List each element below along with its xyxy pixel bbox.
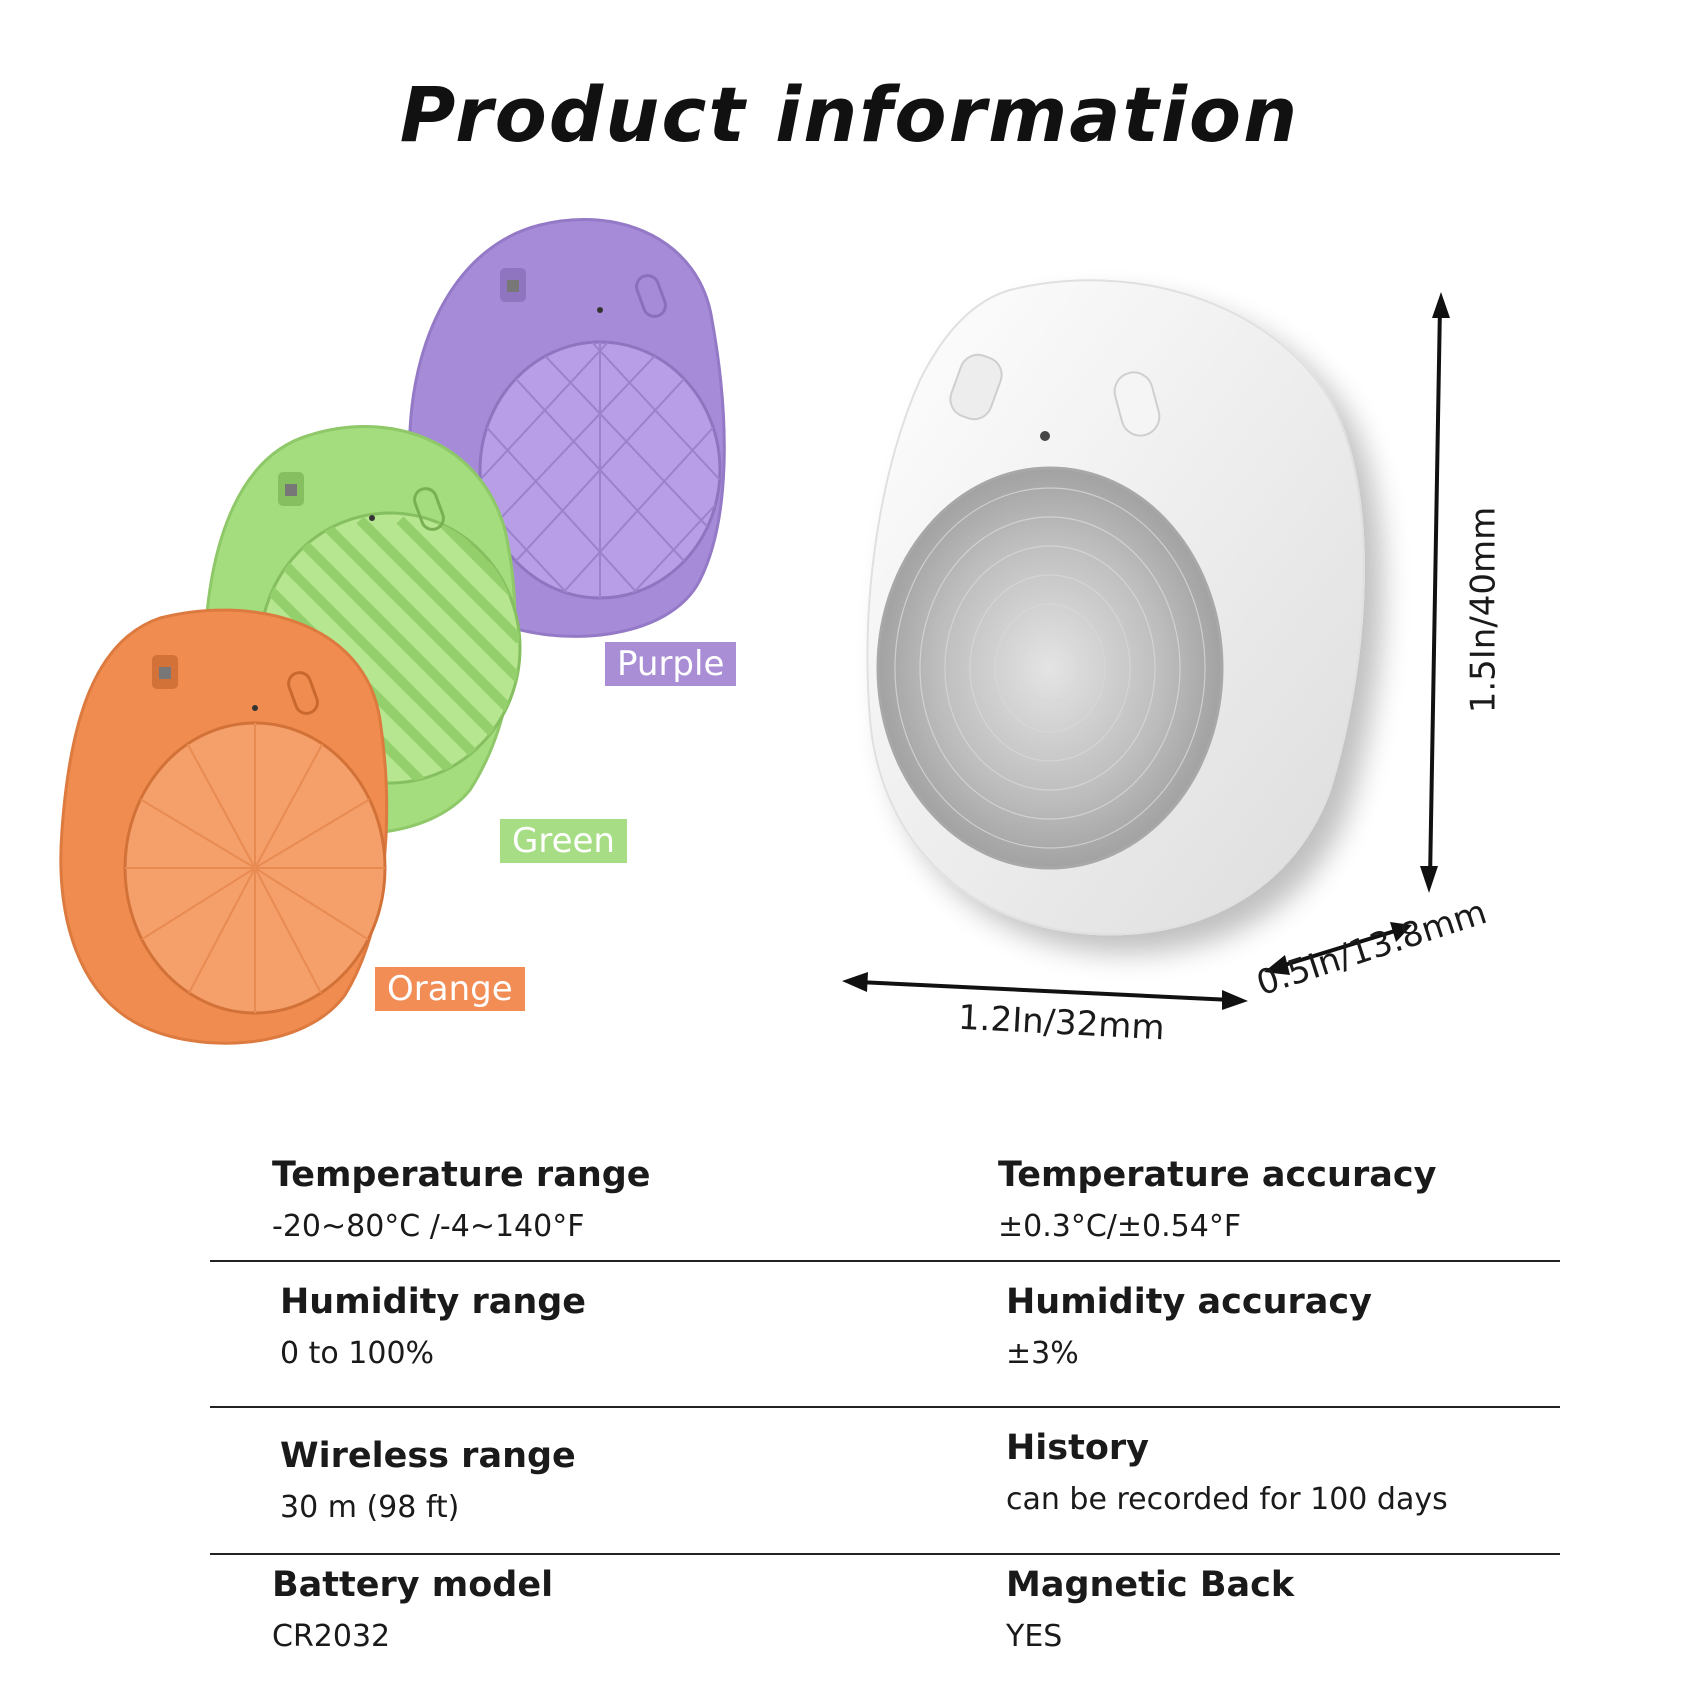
orange-led [252,705,258,711]
spec-wireless-range: Wireless range 30 m (98 ft) [280,1436,576,1525]
spec-value: -20~80°C /-4~140°F [272,1209,585,1244]
green-label: Green [500,819,627,863]
purple-diamond-pattern [480,342,720,598]
white-usb-port [949,353,1003,421]
spec-temperature-accuracy: Temperature accuracy ±0.3°C/±0.54°F [998,1155,1436,1244]
spec-label: Magnetic Back [1006,1565,1295,1605]
divider [210,1406,1560,1408]
green-led [369,515,375,521]
orange-sunburst-pattern [125,723,385,1013]
spec-label: Temperature accuracy [998,1155,1437,1195]
depth-arrow [1264,922,1412,975]
spec-humidity-accuracy: Humidity accuracy ±3% [1006,1282,1372,1371]
height-arrow [1420,292,1450,893]
orange-device [59,608,389,1045]
spec-value: ±3% [1006,1336,1079,1371]
spec-battery-model: Battery model CR2032 [272,1565,553,1654]
height-dimension-label: 1.5In/40mm [1463,506,1504,714]
spec-label: Wireless range [280,1436,576,1476]
spec-history: History can be recorded for 100 days [1006,1428,1448,1517]
spec-magnetic-back: Magnetic Back YES [1006,1565,1294,1654]
divider [210,1553,1560,1555]
white-led [1040,431,1050,441]
spec-value: 0 to 100% [280,1336,435,1371]
green-button [413,487,445,531]
white-device-steel-face [876,466,1224,870]
purple-label: Purple [605,642,737,686]
page-title: Product information [399,70,1300,159]
spec-label: Humidity accuracy [1006,1282,1372,1322]
width-arrow [842,972,1248,1010]
spec-value: YES [1006,1619,1063,1654]
spec-value: 30 m (98 ft) [280,1490,460,1525]
spec-label: Temperature range [272,1155,651,1195]
orange-button [287,671,319,715]
product-illustration [59,217,1450,1045]
purple-led [597,307,603,313]
spec-value: CR2032 [272,1619,391,1654]
white-button [1113,371,1161,437]
steel-rings [894,487,1206,849]
spec-label: History [1006,1428,1149,1468]
purple-button [635,274,667,318]
spec-temperature-range: Temperature range -20~80°C /-4~140°F [272,1155,651,1244]
spec-label: Battery model [272,1565,554,1605]
orange-label: Orange [375,967,525,1011]
spec-humidity-range: Humidity range 0 to 100% [280,1282,586,1371]
spec-value: ±0.3°C/±0.54°F [998,1209,1242,1244]
spec-value: can be recorded for 100 days [1006,1482,1448,1517]
divider [210,1260,1560,1262]
spec-label: Humidity range [280,1282,587,1322]
white-device [866,279,1365,936]
